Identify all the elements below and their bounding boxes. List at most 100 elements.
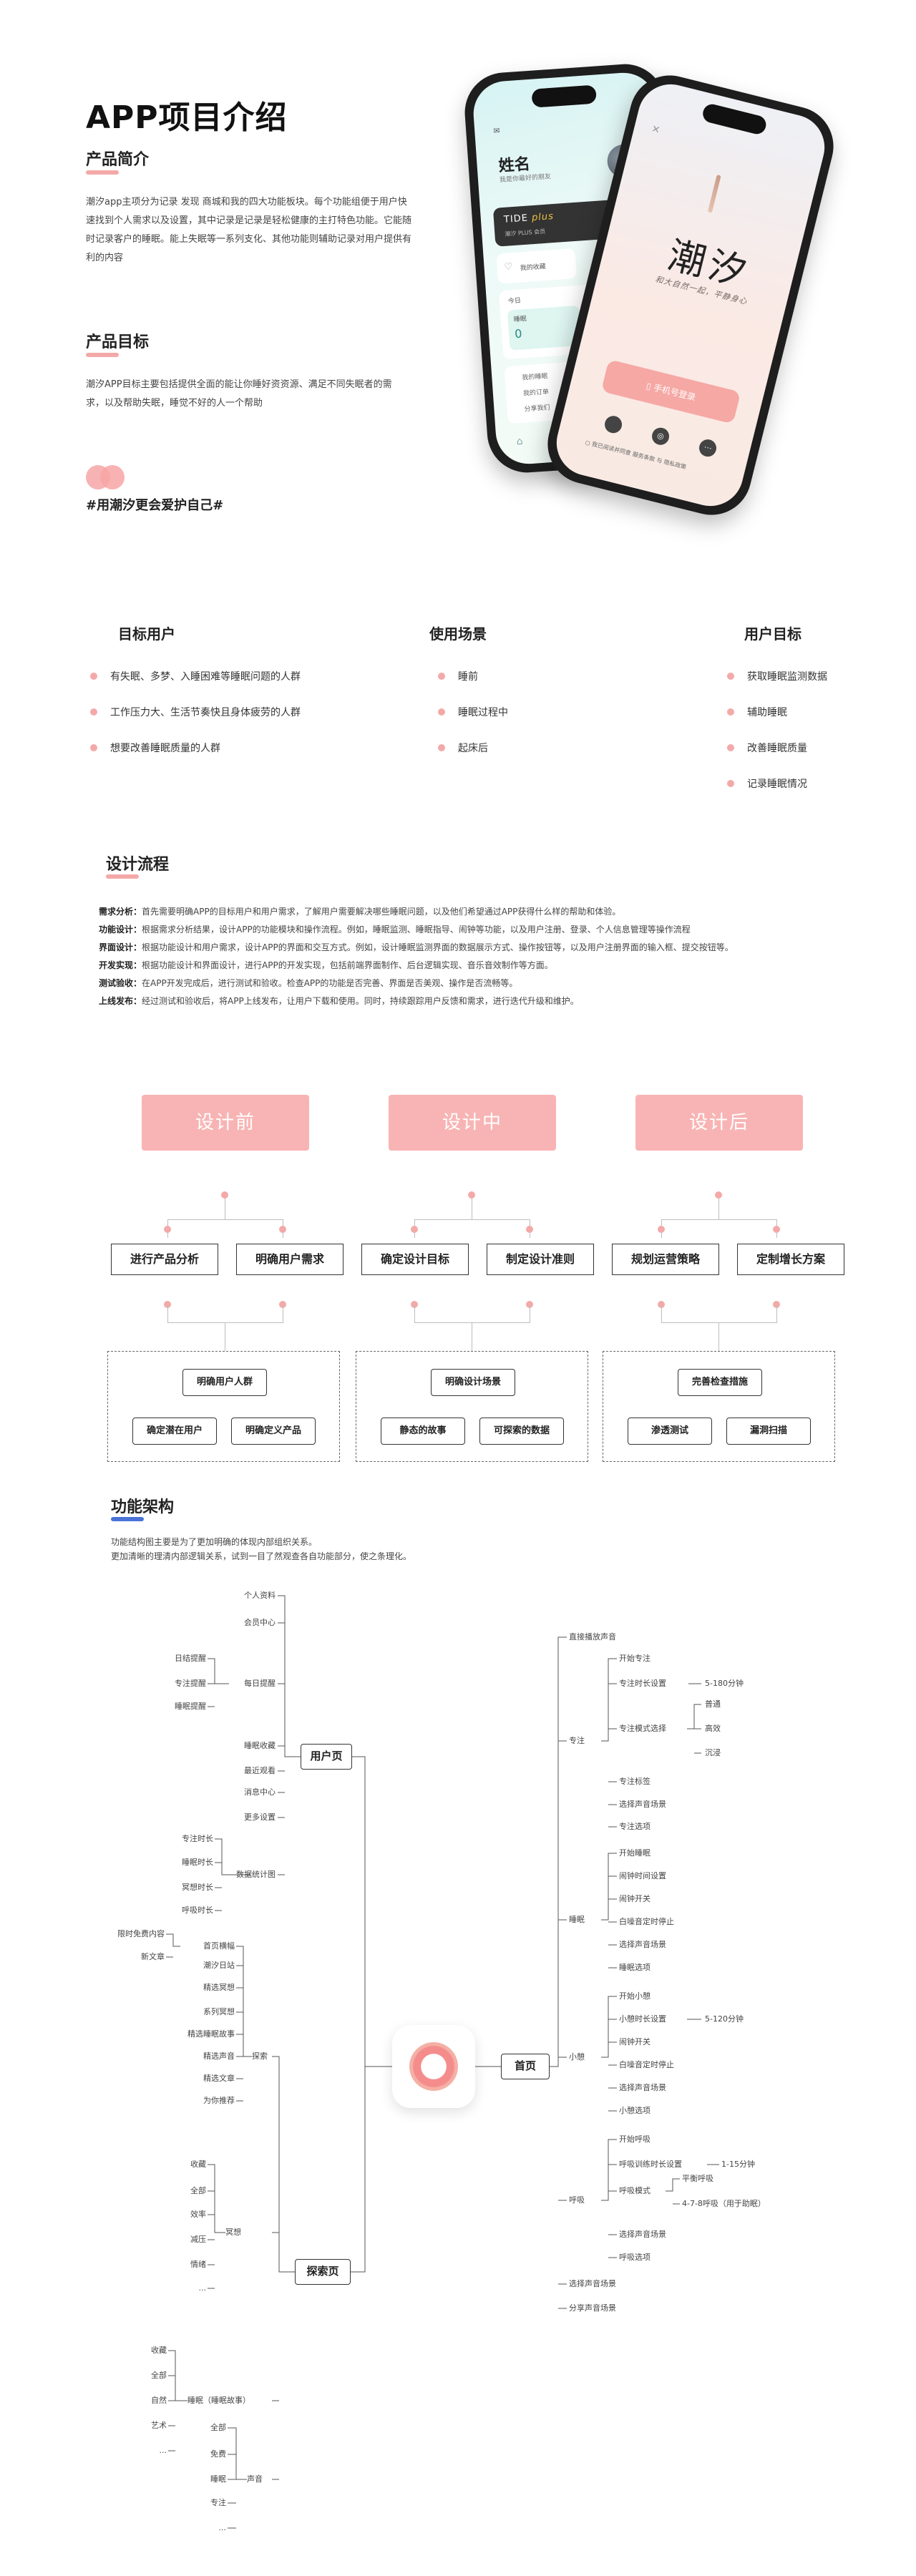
tree-node: 专注选项 [619, 1822, 651, 1831]
group-item: 渗透测试 [628, 1418, 712, 1445]
tree-node: 高效 [705, 1724, 721, 1733]
group-during: 明确设计场景 静态的故事 可探索的数据 [356, 1351, 588, 1462]
phase-after: 设计后 [635, 1095, 803, 1151]
tree-node: 普通 [705, 1699, 721, 1709]
step-operation-plan: 规划运营策略 [612, 1244, 719, 1275]
connector-dot [411, 1226, 418, 1233]
tree-node: 呼吸 [569, 2195, 585, 2205]
group-item: 完善检查措施 [678, 1369, 762, 1396]
tree-node: 艺术 [151, 2421, 167, 2430]
tree-node: 会员中心 [244, 1618, 276, 1627]
step-design-rules: 制定设计准则 [487, 1244, 594, 1275]
tree-node: 探索 [252, 2051, 268, 2061]
tree-node: 开始睡眠 [619, 1848, 651, 1858]
tree-node: 情绪 [190, 2260, 206, 2269]
group-item: 明确设计场景 [431, 1369, 515, 1396]
phase-during: 设计中 [389, 1095, 556, 1151]
list-item: 睡前 [438, 669, 478, 683]
tree-node: 限时免费内容 [117, 1929, 165, 1938]
list-item: 改善睡眠质量 [727, 741, 807, 755]
tree-node: 减压 [190, 2235, 206, 2244]
step-product-analysis: 进行产品分析 [111, 1244, 218, 1275]
connector-dot [164, 1226, 171, 1233]
hub-user-page: 用户页 [301, 1744, 352, 1770]
goal-underline [86, 353, 119, 357]
tree-node: 闹钟开关 [619, 2037, 651, 2046]
tree-node: 专注时长 [182, 1834, 213, 1843]
tree-node: 精选文章 [203, 2074, 235, 2083]
group-item: 明确用户人群 [182, 1369, 267, 1396]
tree-node: 1-15分钟 [721, 2160, 755, 2169]
tree-node: 睡眠（睡眠故事） [187, 2396, 250, 2405]
flow-underline [106, 874, 139, 879]
tree-node: 收藏 [151, 2346, 167, 2355]
user-goals-heading: 用户目标 [744, 625, 802, 643]
connector-dot [221, 1191, 228, 1199]
tree-node: ... [198, 2283, 207, 2293]
tree-node: 4-7-8呼吸（用于助眠） [682, 2199, 766, 2208]
connector [661, 1304, 662, 1323]
connector-dot [773, 1226, 780, 1233]
app-logo-icon [392, 2025, 475, 2108]
tree-node: 专注 [569, 1736, 585, 1745]
tree-node: 全部 [151, 2371, 167, 2380]
tree-node: 冥想时长 [182, 1883, 213, 1892]
tree-node: 选择声音场景 [619, 2083, 666, 2092]
connector-dot [526, 1226, 533, 1233]
tree-node: 睡眠选项 [619, 1963, 651, 1972]
tree-node: 开始呼吸 [619, 2135, 651, 2144]
list-item: 工作压力大、生活节奏快且身体疲劳的人群 [90, 705, 301, 719]
tree-node: 新文章 [141, 1952, 165, 1961]
tree-node: 5-120分钟 [705, 2014, 744, 2024]
tree-node: 呼吸训练时长设置 [619, 2160, 682, 2169]
tree-node: 精选睡眠故事 [187, 2029, 235, 2039]
tree-node: 平衡呼吸 [682, 2174, 713, 2183]
list-item: 有失眠、多梦、入睡困难等睡眠问题的人群 [90, 669, 301, 683]
tree-node: 更多设置 [244, 1813, 276, 1822]
group-before: 明确用户人群 确定潜在用户 明确定义产品 [107, 1351, 340, 1462]
connector [414, 1304, 415, 1323]
tree-node: 白噪音定时停止 [619, 1917, 674, 1926]
connector [776, 1304, 777, 1323]
tree-node: 精选声音 [203, 2051, 235, 2061]
connector [661, 1219, 777, 1220]
tree-node: ... [159, 2446, 167, 2455]
tree-node: 为你推荐 [203, 2096, 235, 2105]
tree-node: 白噪音定时停止 [619, 2060, 674, 2069]
tree-node: 呼吸时长 [182, 1906, 213, 1915]
list-item: 起床后 [438, 741, 488, 755]
tree-node: 直接播放声音 [569, 1632, 616, 1641]
target-users-heading: 目标用户 [118, 625, 175, 643]
tree-node: 专注标签 [619, 1777, 651, 1786]
tree-node: 消息中心 [244, 1787, 276, 1797]
tree-node: 选择声音场景 [619, 1800, 666, 1809]
tree-node: 每日提醒 [244, 1679, 276, 1688]
goal-text: 潮汐APP目标主要包括提供全面的能让你睡好资资源、满足不同失眠者的需求，以及帮助… [86, 379, 392, 409]
tree-node: 开始小憩 [619, 1991, 651, 2001]
tree-node: 全部 [210, 2423, 226, 2432]
tree-node: ... [218, 2523, 227, 2532]
group-after: 完善检查措施 渗透测试 漏洞扫描 [603, 1351, 835, 1462]
tree-node: 呼吸模式 [619, 2186, 651, 2195]
step-growth-plan: 定制增长方案 [737, 1244, 844, 1275]
connector-dot [279, 1226, 286, 1233]
hub-explore-page: 探索页 [295, 2259, 351, 2285]
tree-node: 日结提醒 [175, 1654, 206, 1663]
tree-node: 开始专注 [619, 1654, 651, 1663]
list-item: 想要改善睡眠质量的人群 [90, 741, 220, 755]
group-item: 静态的故事 [381, 1418, 465, 1445]
tree-node: 效率 [190, 2210, 206, 2219]
arch-desc-2: 更加清晰的理清内部逻辑关系，试到一目了然观查各自功能部分，使之条理化。 [111, 1551, 412, 1561]
list-item: 获取睡眠监测数据 [727, 669, 827, 683]
group-item: 确定潜在用户 [132, 1418, 217, 1445]
connector [167, 1219, 283, 1220]
connector-dot [468, 1191, 475, 1199]
tree-node: 选择声音场景 [619, 2230, 666, 2239]
tree-node: 数据统计图 [236, 1870, 276, 1879]
connector [167, 1304, 168, 1323]
connector [414, 1322, 530, 1323]
tree-node: 全部 [190, 2186, 206, 2195]
group-item: 可探索的数据 [479, 1418, 564, 1445]
tree-node: 5-180分钟 [705, 1679, 744, 1688]
group-item: 明确定义产品 [231, 1418, 316, 1445]
